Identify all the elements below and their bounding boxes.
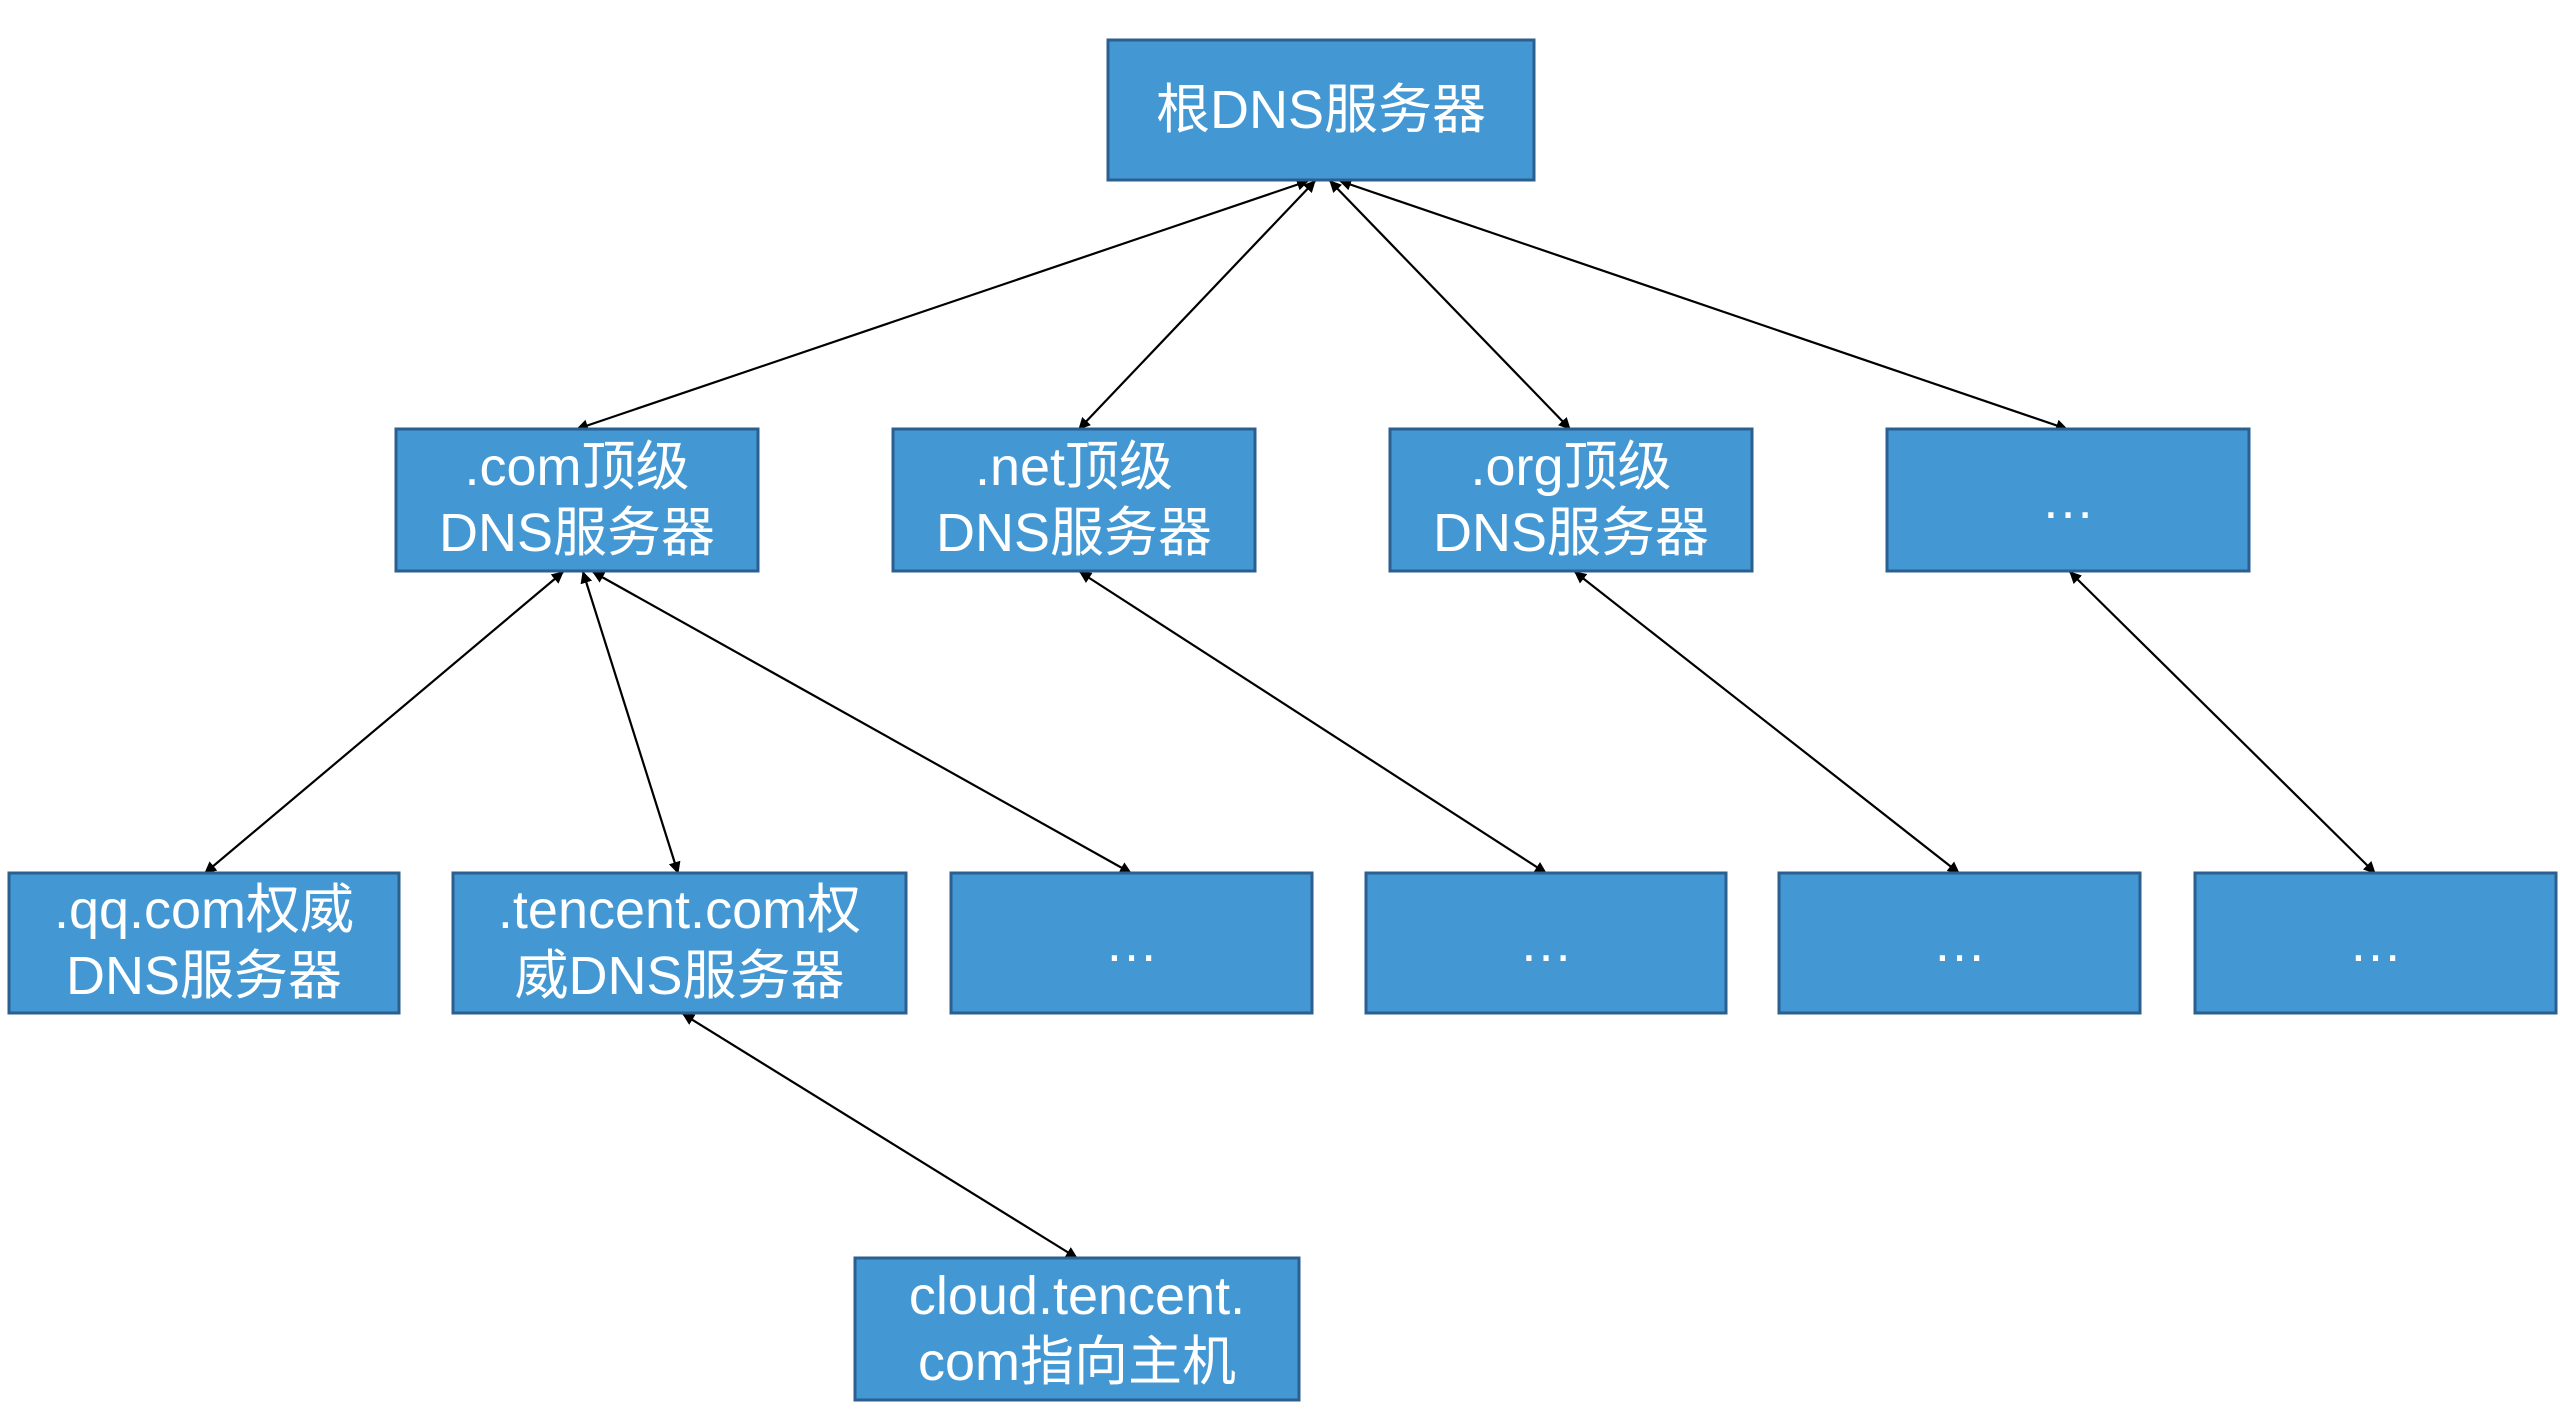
node-label-host-line-2: com指向主机	[918, 1332, 1236, 1392]
connector-net-to-net-more	[1079, 571, 1547, 874]
node-label-tencent-line-1: .tencent.com权	[498, 880, 861, 940]
node-label-qq-line-1: .qq.com权威	[54, 880, 354, 940]
connector-com-to-com-more	[592, 571, 1132, 874]
node-box-com	[394, 427, 760, 573]
connector-root-to-net	[1078, 180, 1316, 430]
node-label-net-line-1: .net顶级	[975, 437, 1173, 497]
node-label-net-more-line-1: …	[1519, 913, 1573, 973]
node-label-other-more-line-1: …	[2349, 913, 2403, 973]
node-label-host-line-1: cloud.tencent.	[909, 1266, 1245, 1326]
node-label-root-line-1: 根DNS服务器	[1156, 80, 1486, 140]
node-label-org-more-line-1: …	[1933, 913, 1987, 973]
node-box-com-more	[949, 871, 1314, 1015]
node-label-com-line-2: DNS服务器	[439, 503, 715, 563]
node-box-org	[1388, 427, 1754, 573]
node-label-com-line-1: .com顶级	[464, 437, 689, 497]
node-box-net	[891, 427, 1257, 573]
connector-com-to-qq	[204, 571, 564, 874]
node-box-tld-more	[1885, 427, 2251, 573]
node-box-tencent	[451, 871, 908, 1015]
connector-org-to-org-more	[1574, 571, 1960, 874]
node-box-other-more	[2193, 871, 2558, 1015]
node-other-more: …	[2193, 871, 2558, 1015]
node-root: 根DNS服务器	[1106, 38, 1536, 182]
connector-tld-more-to-other-more	[2069, 571, 2376, 874]
node-label-tencent-line-2: 威DNS服务器	[514, 946, 844, 1006]
node-com-more: …	[949, 871, 1314, 1015]
node-box-qq	[7, 871, 401, 1015]
edges-layer	[204, 178, 2376, 1259]
node-label-tld-more-line-1: …	[2041, 470, 2095, 530]
nodes-layer: 根DNS服务器.com顶级DNS服务器.net顶级DNS服务器.org顶级DNS…	[7, 38, 2558, 1402]
connector-tencent-to-host	[682, 1013, 1078, 1259]
connector-com-to-tencent	[580, 571, 681, 874]
node-box-org-more	[1777, 871, 2142, 1015]
node-label-org-line-2: DNS服务器	[1433, 503, 1709, 563]
node-box-host	[853, 1256, 1301, 1402]
node-label-org-line-1: .org顶级	[1470, 437, 1671, 497]
node-label-qq-line-2: DNS服务器	[66, 946, 342, 1006]
connector-root-to-tld-more	[1339, 178, 2068, 432]
node-net-more: …	[1364, 871, 1728, 1015]
node-label-com-more-line-1: …	[1105, 913, 1159, 973]
node-host: cloud.tencent.com指向主机	[853, 1256, 1301, 1402]
node-box-root	[1106, 38, 1536, 182]
node-tld-more: …	[1885, 427, 2251, 573]
node-box-net-more	[1364, 871, 1728, 1015]
node-org-more: …	[1777, 871, 2142, 1015]
node-label-net-line-2: DNS服务器	[936, 503, 1212, 563]
